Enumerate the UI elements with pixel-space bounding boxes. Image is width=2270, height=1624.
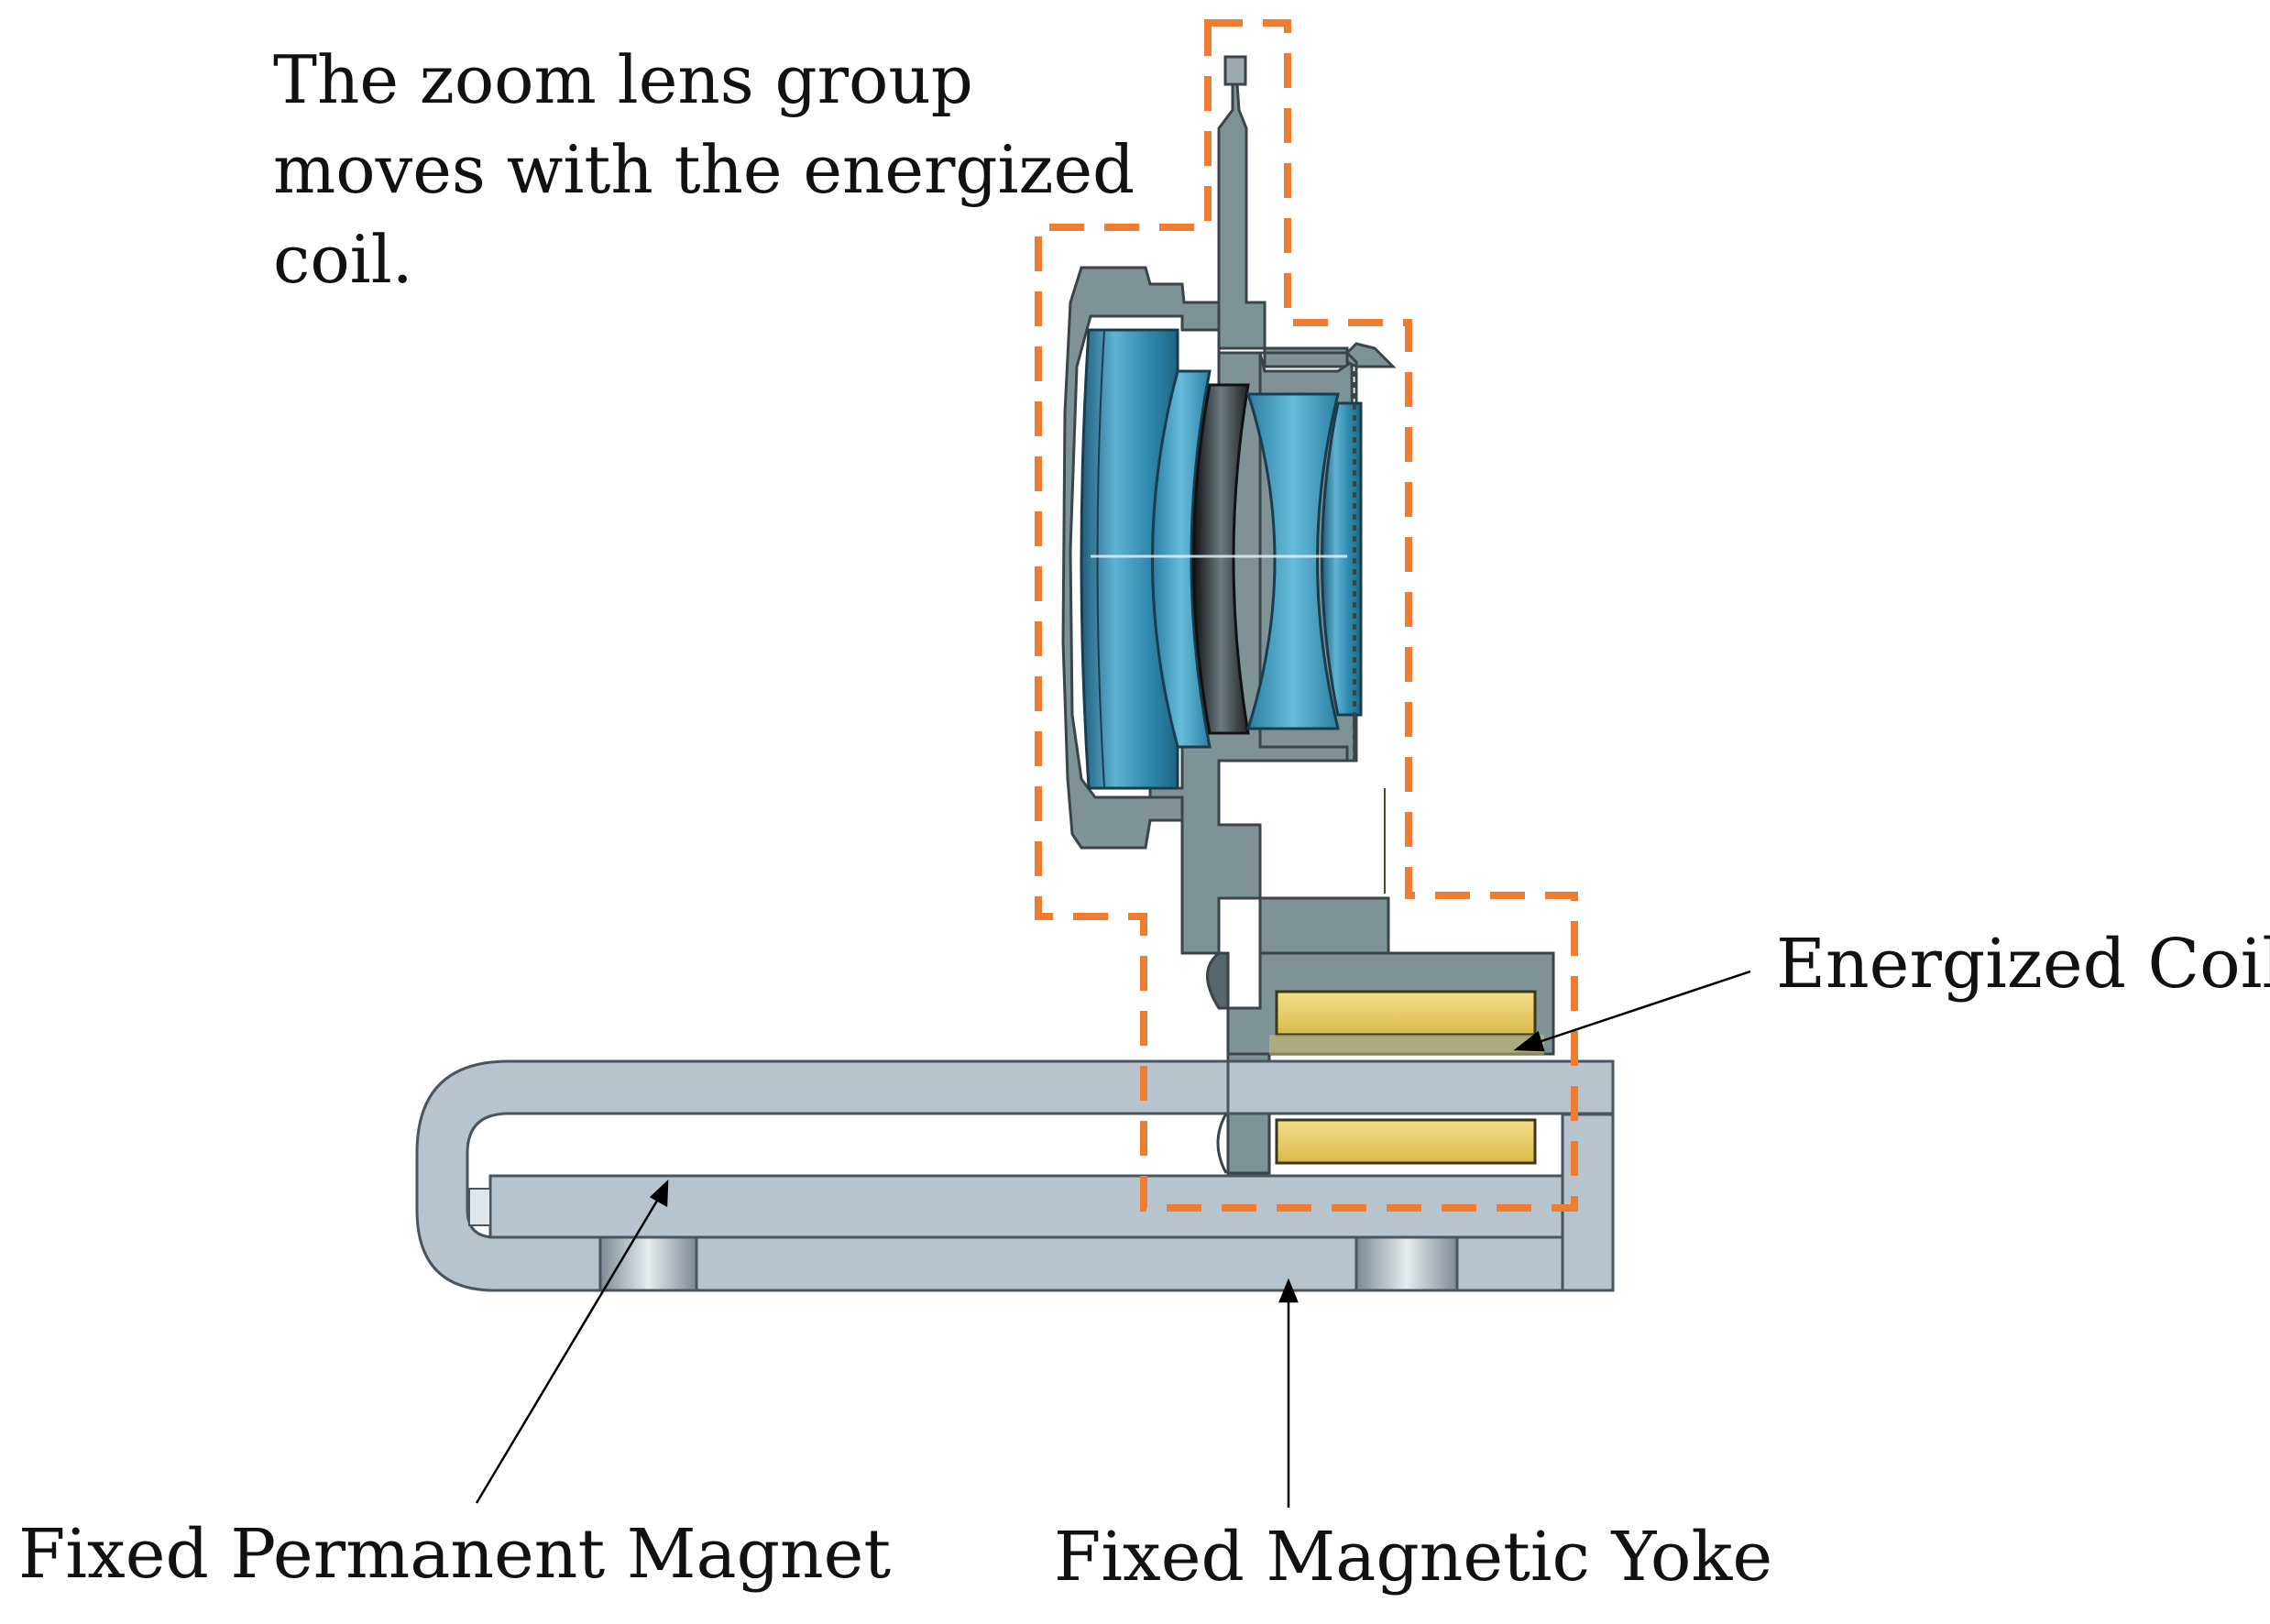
energized-coil-arrowhead xyxy=(1513,1030,1545,1052)
coil-winding-lower xyxy=(1275,1118,1537,1165)
permanent-magnet-pointer xyxy=(475,1195,662,1504)
moving-group-outline xyxy=(1035,19,1578,1212)
magnetic-yoke-arrowhead xyxy=(1278,1278,1299,1303)
caption-text: The zoom lens group moves with the energ… xyxy=(273,41,1135,298)
coil-winding-upper xyxy=(1275,990,1537,1037)
spacer-post-left xyxy=(598,1235,698,1292)
energized-coil-label: Energized Coil xyxy=(1776,925,2270,1004)
permanent-magnet-arrowhead xyxy=(649,1179,669,1208)
spacer-post-right xyxy=(1354,1235,1459,1292)
fixed-permanent-magnet-label: Fixed Permanent Magnet xyxy=(18,1515,892,1594)
fixed-magnetic-yoke-label: Fixed Magnetic Yoke xyxy=(1054,1518,1773,1597)
pointer-arrows xyxy=(475,970,1751,1508)
lens-elements xyxy=(1080,328,1363,790)
yoke-upper-bar xyxy=(1226,1059,1615,1115)
energized-coil-pointer xyxy=(1530,970,1751,1047)
